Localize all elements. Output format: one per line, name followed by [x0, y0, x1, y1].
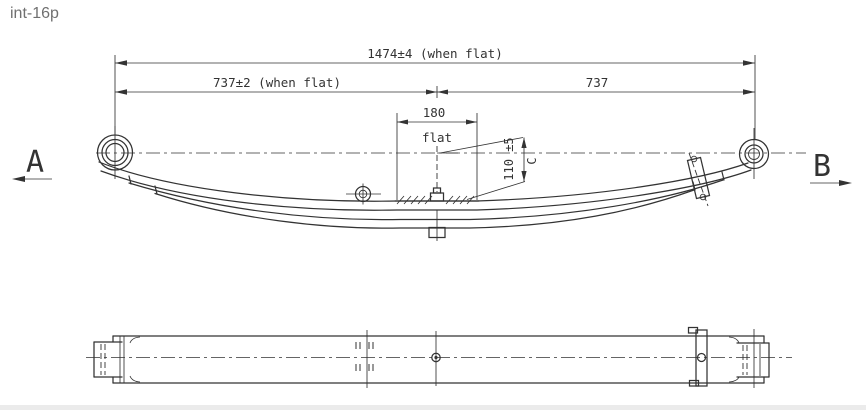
view-label-a: A: [12, 145, 52, 182]
drawing-title: int-16p: [10, 5, 59, 22]
plan-left-end: [93, 336, 141, 383]
leaf-stack: [98, 161, 752, 229]
dim-overall-label: 1474±4 (when flat): [367, 46, 502, 61]
dim-height-label: 110 ±5: [502, 137, 516, 180]
dim-flat-length-label: 180: [423, 105, 446, 120]
dimensions: 1474±4 (when flat) 737±2 (when flat) 737…: [114, 46, 756, 200]
arrow-left-icon: [12, 176, 25, 182]
dim-half-left-label: 737±2 (when flat): [213, 75, 341, 90]
dim-half-lengths: 737±2 (when flat) 737: [115, 75, 755, 95]
flat-seat-hatching: [394, 195, 480, 205]
center-bolt: [428, 146, 446, 241]
left-clamp-rivet: [346, 183, 381, 205]
plan-right-clamp: [687, 326, 708, 387]
label-a-text: A: [26, 145, 44, 180]
right-clamp-band: [686, 152, 711, 207]
flat-word-label: flat: [422, 130, 452, 145]
plan-right-end: [728, 329, 770, 388]
bottom-edge-strip: [0, 405, 866, 410]
plan-left-clamp-hidden: [355, 330, 374, 388]
dim-half-right-label: 737: [586, 75, 609, 90]
plan-body-outline: [112, 335, 765, 384]
arrow-right-icon: [839, 180, 852, 186]
dim-height-ref-label: C: [525, 157, 539, 164]
view-label-b: B: [810, 149, 852, 186]
right-spring-eye: [738, 128, 770, 179]
left-spring-eye: [96, 126, 134, 179]
plan-center-bolt: [431, 331, 441, 386]
dim-overall-length: 1474±4 (when flat): [115, 46, 755, 66]
label-b-text: B: [813, 149, 831, 184]
dim-flat-zone: 180 flat: [397, 105, 477, 145]
dim-camber: 110 ±5 C: [437, 137, 539, 200]
plan-view: [86, 326, 792, 388]
